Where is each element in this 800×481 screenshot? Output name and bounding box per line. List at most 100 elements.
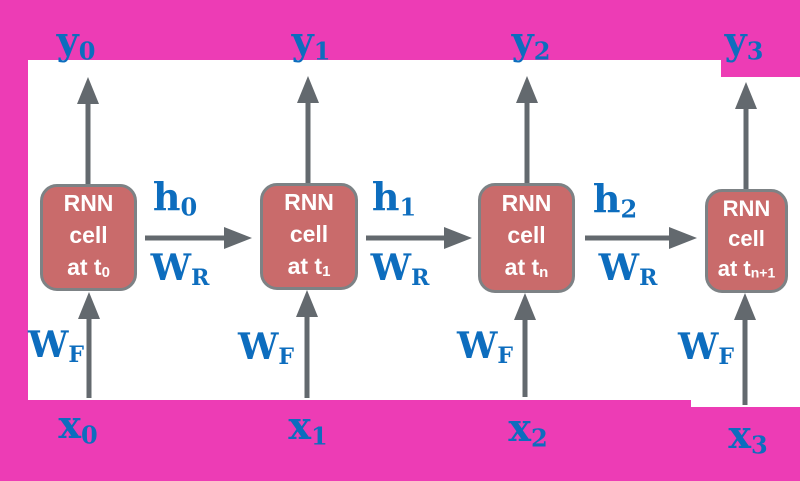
input-label-x3: x3 [728, 416, 767, 457]
arrow-shaft [86, 312, 92, 398]
cell-line-1: RNN [284, 188, 334, 215]
arrow-shaft [742, 313, 748, 405]
cell-line-3-base: at t [287, 252, 323, 279]
label-base: h [371, 174, 400, 219]
label-subscript: F [718, 343, 735, 370]
arrowhead-up-icon [296, 290, 318, 317]
label-base: x [508, 405, 531, 450]
label-subscript: 1 [310, 421, 328, 451]
label-subscript: 0 [78, 36, 96, 66]
label-base: W [150, 247, 192, 289]
cell-line-1: RNN [63, 189, 114, 216]
output-arrow-2 [295, 76, 321, 183]
label-subscript: R [191, 264, 210, 291]
cell-line-2: cell [69, 221, 108, 248]
recurrent-weight-label-1: WR [151, 250, 210, 289]
cell-line-2: cell [507, 222, 546, 249]
arrowhead-up-icon [735, 82, 757, 109]
label-subscript: 2 [620, 194, 638, 224]
label-base: h [152, 174, 181, 219]
input-weight-label-3: WF [457, 328, 513, 367]
arrow-shaft [85, 97, 91, 184]
label-base: W [677, 326, 719, 368]
input-weight-label-2: WF [238, 329, 294, 368]
whiteboard-main [28, 60, 721, 400]
cell-line-1: RNN [501, 190, 552, 217]
recurrent-weight-label-3: WR [599, 250, 658, 289]
input-label-x0: x0 [58, 406, 97, 447]
cell-line-3: at tn [505, 251, 549, 289]
cell-line-3: at tn+1 [718, 254, 776, 288]
output-arrow-4 [733, 82, 759, 189]
arrowhead-up-icon [734, 293, 756, 320]
cell-line-3-subscript: 1 [322, 262, 331, 280]
output-arrow-1 [75, 77, 101, 184]
arrow-shaft [585, 235, 675, 241]
label-base: h [592, 176, 621, 221]
output-label-y3: y3 [725, 22, 764, 63]
rnn-cell-tn1: RNN cell at tn+1 [705, 189, 788, 293]
input-label-x1: x1 [288, 407, 327, 448]
label-subscript: 0 [180, 192, 198, 222]
recurrent-arrow-1 [145, 225, 252, 251]
label-base: y [56, 18, 79, 63]
arrowhead-right-icon [669, 227, 697, 249]
cell-line-3: at t1 [288, 250, 331, 288]
label-base: x [728, 412, 751, 457]
cell-line-2: cell [728, 226, 765, 252]
input-arrow-1 [76, 292, 102, 398]
cell-line-3-base: at t [67, 253, 102, 280]
label-subscript: F [278, 343, 295, 370]
cell-line-3-base: at t [504, 254, 540, 281]
rnn-cell-tn: RNN cell at tn [478, 183, 575, 293]
recurrent-arrow-2 [366, 225, 472, 251]
label-base: y [291, 18, 314, 63]
label-subscript: 3 [750, 430, 768, 460]
cell-line-1: RNN [722, 196, 771, 222]
input-label-x2: x2 [508, 409, 547, 450]
cell-line-3-subscript: 0 [101, 263, 110, 281]
label-base: W [27, 324, 69, 366]
arrowhead-up-icon [514, 293, 536, 320]
arrowhead-right-icon [224, 227, 252, 249]
label-base: y [724, 18, 747, 63]
label-subscript: F [68, 341, 85, 368]
arrow-shaft [366, 235, 450, 241]
cell-line-2: cell [289, 220, 329, 247]
arrow-shaft [304, 310, 310, 398]
label-subscript: 1 [313, 36, 331, 66]
arrow-shaft [305, 96, 311, 183]
hidden-state-label-h0: h0 [153, 178, 197, 219]
output-label-y0: y0 [57, 22, 96, 63]
label-subscript: 1 [399, 192, 417, 222]
label-base: x [288, 403, 311, 448]
arrowhead-right-icon [444, 227, 472, 249]
label-base: W [598, 247, 640, 289]
input-weight-label-4: WF [678, 329, 734, 368]
arrow-shaft [743, 102, 749, 189]
label-subscript: 2 [530, 423, 548, 453]
label-subscript: 3 [746, 36, 764, 66]
recurrent-arrow-3 [585, 225, 697, 251]
cell-line-3-subscript: n [539, 263, 549, 281]
input-weight-label-1: WF [28, 327, 84, 366]
label-subscript: 0 [80, 420, 98, 450]
output-label-y1: y1 [292, 22, 331, 63]
rnn-cell-t1: RNN cell at t1 [260, 183, 358, 290]
cell-line-3: at t0 [67, 251, 110, 289]
label-subscript: F [497, 342, 514, 369]
input-arrow-3 [512, 293, 538, 397]
rnn-cell-t0: RNN cell at t0 [40, 184, 137, 291]
cell-line-3-base: at t [717, 256, 751, 282]
arrowhead-up-icon [78, 292, 100, 319]
output-arrow-3 [514, 76, 540, 183]
label-base: x [58, 402, 81, 447]
label-base: y [511, 18, 534, 63]
arrowhead-up-icon [297, 76, 319, 103]
cell-line-3-subscript: n+1 [750, 264, 776, 281]
recurrent-weight-label-2: WR [371, 250, 430, 289]
hidden-state-label-h1: h1 [372, 178, 416, 219]
arrowhead-up-icon [77, 77, 99, 104]
output-label-y2: y2 [512, 22, 551, 63]
